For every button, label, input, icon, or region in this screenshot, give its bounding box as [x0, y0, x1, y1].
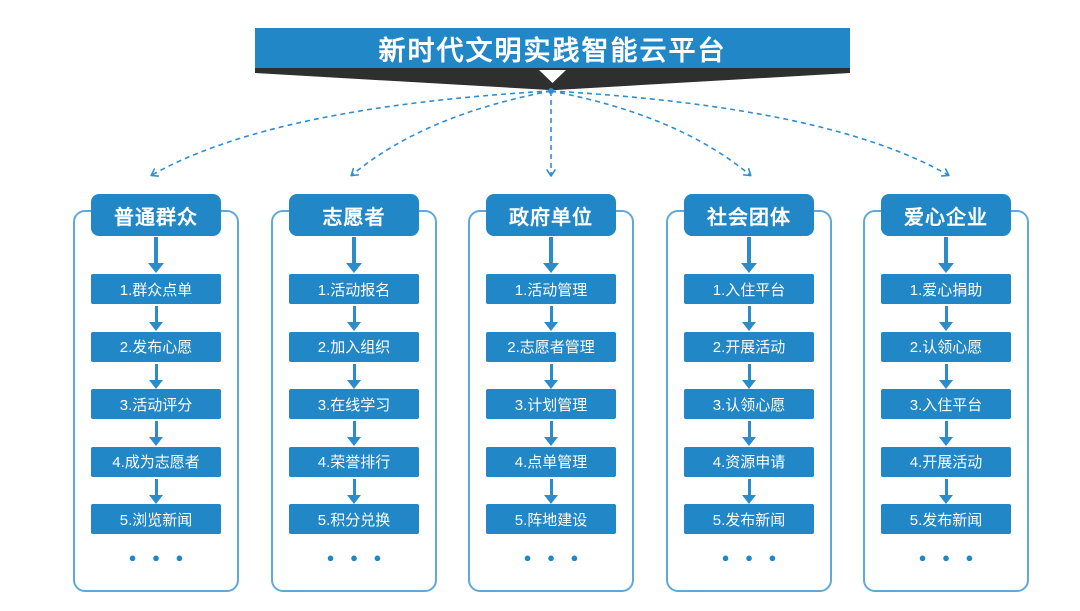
step-box: 1.活动报名 [289, 274, 419, 304]
down-arrow-icon [747, 421, 751, 437]
step-box: 4.荣誉排行 [289, 446, 419, 477]
step-box: 3.活动评分 [91, 389, 221, 419]
step-box: 1.入住平台 [684, 274, 814, 304]
step-box: 3.在线学习 [289, 389, 419, 419]
column-header: 志愿者 [289, 194, 419, 236]
down-arrow-icon [747, 363, 751, 380]
down-arrow-icon [154, 306, 158, 322]
step-box: 5.发布新闻 [881, 504, 1011, 534]
ellipsis-dots: ● ● ● [326, 550, 388, 565]
step-box: 2.志愿者管理 [486, 331, 616, 362]
fan-arrow-to-col5 [550, 90, 950, 177]
step-box: 5.阵地建设 [486, 504, 616, 534]
down-arrow-icon [944, 306, 948, 322]
platform-banner: 新时代文明实践智能云平台 [255, 28, 850, 68]
step-box: 3.计划管理 [486, 389, 616, 419]
fan-arrow-to-col2 [350, 90, 552, 177]
step-box: 5.积分兑换 [289, 504, 419, 534]
ellipsis-dots: ● ● ● [128, 550, 190, 565]
step-box: 2.发布心愿 [91, 331, 221, 362]
down-arrow-icon [747, 237, 751, 263]
step-box: 5.发布新闻 [684, 504, 814, 534]
column-header: 社会团体 [684, 194, 814, 236]
down-arrow-icon [549, 478, 553, 495]
step-box: 4.资源申请 [684, 446, 814, 477]
banner-ribbon [255, 68, 850, 90]
role-column-public: 普通群众 1.群众点单 2.发布心愿 3.活动评分 4.成为志愿者 5.浏览新闻… [73, 194, 239, 592]
down-arrow-icon [944, 237, 948, 263]
down-arrow-icon [549, 306, 553, 322]
down-arrow-icon [352, 237, 356, 263]
down-triangle-icon [539, 70, 566, 83]
fan-arrow-to-col4 [550, 90, 752, 177]
connector-fan [150, 88, 950, 177]
step-box: 2.开展活动 [684, 331, 814, 362]
down-arrow-icon [549, 363, 553, 380]
ellipsis-dots: ● ● ● [523, 550, 585, 565]
role-column-enterprise: 爱心企业 1.爱心捐助 2.认领心愿 3.入住平台 4.开展活动 5.发布新闻 … [863, 194, 1029, 592]
down-arrow-icon [944, 478, 948, 495]
ellipsis-dots: ● ● ● [918, 550, 980, 565]
step-box: 2.加入组织 [289, 331, 419, 362]
step-box: 2.认领心愿 [881, 331, 1011, 362]
step-box: 4.开展活动 [881, 446, 1011, 477]
down-arrow-icon [352, 363, 356, 380]
fan-origin-dot [548, 88, 554, 94]
down-arrow-icon [352, 306, 356, 322]
down-arrow-icon [549, 237, 553, 263]
role-column-volunteer: 志愿者 1.活动报名 2.加入组织 3.在线学习 4.荣誉排行 5.积分兑换 ●… [271, 194, 437, 592]
column-header: 普通群众 [91, 194, 221, 236]
down-arrow-icon [154, 421, 158, 437]
step-box: 1.活动管理 [486, 274, 616, 304]
column-header: 政府单位 [486, 194, 616, 236]
role-column-government: 政府单位 1.活动管理 2.志愿者管理 3.计划管理 4.点单管理 5.阵地建设… [468, 194, 634, 592]
step-box: 5.浏览新闻 [91, 504, 221, 534]
step-box: 4.点单管理 [486, 446, 616, 477]
step-box: 1.爱心捐助 [881, 274, 1011, 304]
fan-arrow-to-col1 [150, 90, 552, 177]
down-arrow-icon [747, 478, 751, 495]
role-column-social-group: 社会团体 1.入住平台 2.开展活动 3.认领心愿 4.资源申请 5.发布新闻 … [666, 194, 832, 592]
ellipsis-dots: ● ● ● [721, 550, 783, 565]
down-arrow-icon [154, 478, 158, 495]
down-arrow-icon [154, 237, 158, 263]
column-header: 爱心企业 [881, 194, 1011, 236]
down-arrow-icon [352, 478, 356, 495]
down-arrow-icon [747, 306, 751, 322]
platform-title: 新时代文明实践智能云平台 [378, 35, 727, 66]
step-box: 1.群众点单 [91, 274, 221, 304]
step-box: 4.成为志愿者 [91, 446, 221, 477]
down-arrow-icon [352, 421, 356, 437]
step-box: 3.认领心愿 [684, 389, 814, 419]
step-box: 3.入住平台 [881, 389, 1011, 419]
down-arrow-icon [154, 363, 158, 380]
down-arrow-icon [944, 363, 948, 380]
down-arrow-icon [549, 421, 553, 437]
down-arrow-icon [944, 421, 948, 437]
